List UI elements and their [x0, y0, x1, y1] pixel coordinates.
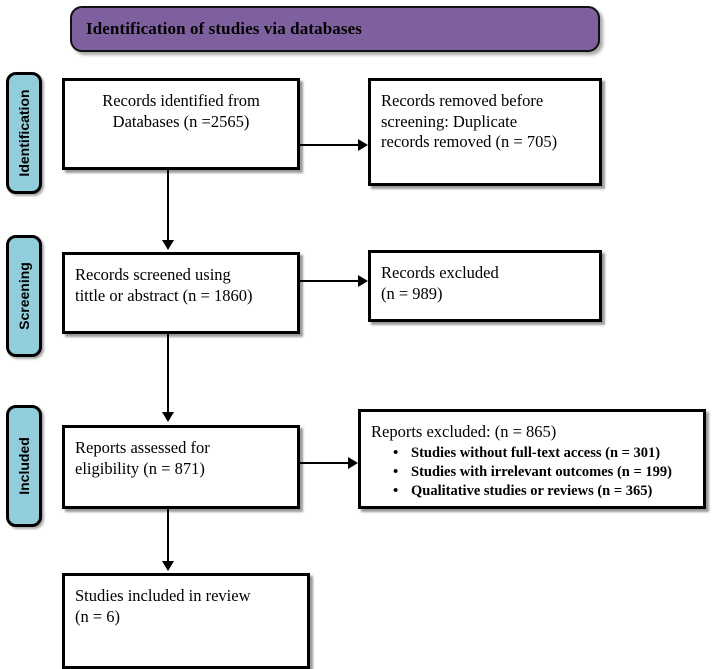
node-records-screened-line1: Records screened using	[75, 265, 231, 284]
list-item: Studies with irrelevant outcomes (n = 19…	[393, 462, 693, 483]
arrow-down-icon	[162, 240, 174, 250]
arrow-right-icon	[348, 457, 358, 469]
connector-screened-to-excluded	[300, 280, 360, 282]
node-records-excluded: Records excluded (n = 989)	[368, 250, 602, 322]
node-records-removed: Records removed before screening: Duplic…	[368, 78, 602, 186]
connector-assessed-to-included	[167, 509, 169, 563]
connector-identified-to-screened	[167, 170, 169, 242]
arrow-right-icon	[358, 139, 368, 151]
list-item: Studies without full-text access (n = 30…	[393, 443, 693, 464]
arrow-down-icon	[162, 412, 174, 422]
stage-label-screening: Screening	[6, 235, 42, 357]
node-studies-included-line1: Studies included in review	[75, 586, 251, 605]
node-studies-included: Studies included in review (n = 6)	[62, 573, 310, 669]
stage-label-included: Included	[6, 405, 42, 527]
node-records-screened-line2: tittle or abstract (n = 1860)	[75, 285, 253, 305]
arrow-down-icon	[162, 561, 174, 571]
node-records-excluded-line1: Records excluded	[381, 263, 499, 282]
node-records-identified: Records identified from Databases (n =25…	[62, 78, 300, 170]
node-records-identified-line1: Records identified from	[102, 91, 260, 110]
stage-label-screening-text: Screening	[16, 262, 32, 330]
exclusion-reason-list: Studies without full-text access (n = 30…	[371, 443, 693, 502]
connector-assessed-to-reports-excluded	[300, 462, 350, 464]
node-reports-assessed: Reports assessed for eligibility (n = 87…	[62, 425, 300, 509]
diagram-title: Identification of studies via databases	[86, 19, 362, 38]
node-records-removed-line1: Records removed before	[381, 91, 544, 110]
node-reports-assessed-line2: eligibility (n = 871)	[75, 458, 205, 478]
node-studies-included-line2: (n = 6)	[75, 606, 121, 626]
stage-label-identification: Identification	[6, 72, 42, 194]
node-reports-excluded: Reports excluded: (n = 865) Studies with…	[358, 409, 706, 509]
connector-screened-to-assessed	[167, 334, 169, 414]
stage-label-included-text: Included	[16, 437, 32, 495]
connector-identified-to-removed	[300, 144, 360, 146]
node-records-identified-line2: Databases (n =2565)	[112, 111, 250, 131]
node-records-screened: Records screened using tittle or abstrac…	[62, 252, 300, 334]
list-item: Qualitative studies or reviews (n = 365)	[393, 481, 693, 502]
stage-label-identification-text: Identification	[16, 89, 32, 177]
arrow-right-icon	[358, 275, 368, 287]
node-records-removed-line3: records removed (n = 705)	[381, 132, 558, 152]
diagram-header-banner: Identification of studies via databases	[70, 6, 600, 52]
node-records-excluded-line2: (n = 989)	[381, 283, 443, 303]
node-records-removed-line2: screening: Duplicate	[381, 111, 518, 131]
node-reports-excluded-title: Reports excluded: (n = 865)	[371, 422, 557, 441]
node-reports-assessed-line1: Reports assessed for	[75, 438, 210, 457]
